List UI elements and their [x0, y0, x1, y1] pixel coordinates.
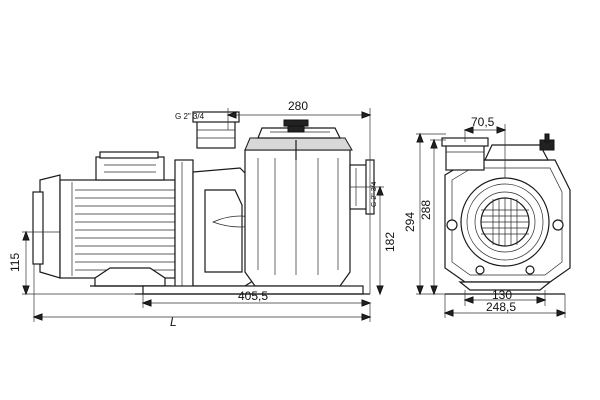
dimension-288: 288 [419, 200, 433, 220]
strainer-lid [244, 137, 353, 151]
side-dimensions: 280 G 2" 3/4 G 2" 3/4 182 115 405,5 [8, 99, 397, 329]
dimension-248-5: 248,5 [486, 300, 516, 314]
dimension-280: 280 [288, 99, 308, 113]
dimension-294: 294 [403, 212, 417, 232]
motor-cooling-fins [71, 182, 175, 276]
side-view: 280 G 2" 3/4 G 2" 3/4 182 115 405,5 [8, 99, 397, 329]
front-dimensions: 70,5 294 288 130 [403, 115, 567, 318]
dimension-115: 115 [8, 253, 22, 272]
dimension-70-5: 70,5 [471, 115, 495, 129]
dimension-130: 130 [492, 288, 512, 302]
dimension-length-L: L [170, 315, 177, 329]
fan-grille [480, 197, 530, 247]
pump-housing [135, 111, 375, 295]
front-view: 70,5 294 288 130 [403, 115, 571, 318]
terminal-box [95, 156, 165, 181]
strainer-ribs [257, 158, 339, 275]
discharge-thread-label: G 2" 3/4 [371, 181, 378, 207]
suction-thread-label: G 2" 3/4 [175, 112, 205, 121]
dimension-182: 182 [383, 232, 397, 252]
dimension-405-5: 405,5 [238, 289, 268, 303]
motor [32, 151, 194, 289]
pump-front [441, 133, 571, 295]
